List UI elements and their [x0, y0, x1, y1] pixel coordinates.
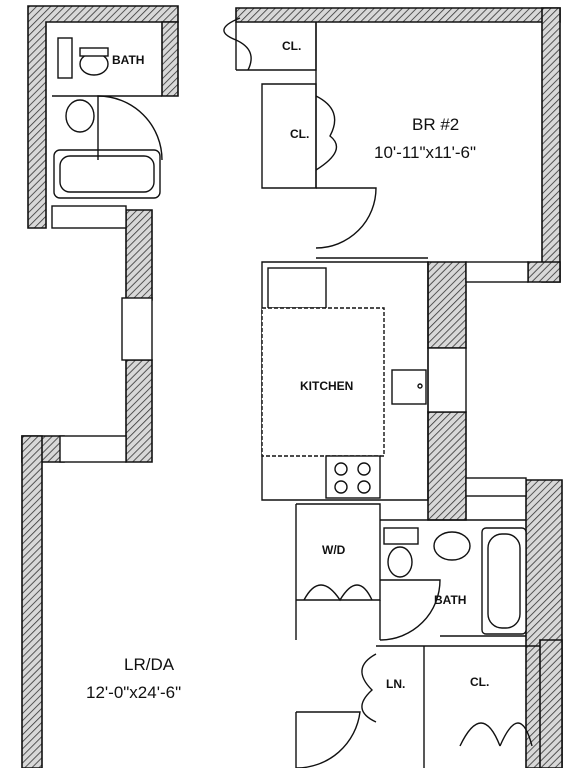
label-closet-bottom: CL. [470, 675, 489, 689]
wall-lr-left [21, 435, 43, 768]
door-closet-bottom [459, 722, 533, 747]
window-bath2 [465, 477, 527, 497]
label-bath-top: BATH [112, 53, 144, 67]
door-bath2 [379, 579, 441, 641]
door-closet-mid [315, 95, 338, 171]
label-closet-mid: CL. [290, 127, 309, 141]
sink-bottom-icon [433, 531, 471, 561]
door-linen [361, 653, 377, 723]
counter-icon [261, 307, 385, 457]
vanity-bottom [383, 527, 419, 545]
wall-closet-bottom-right [539, 639, 563, 768]
label-lrda-size: 12'-0"x24'-6" [86, 683, 181, 702]
partition-wd [296, 503, 381, 601]
labels: BATH CL. CL. BR #2 10'-11"x11'-6" KITCHE… [86, 39, 489, 702]
walls [21, 5, 563, 768]
window-bath [51, 205, 127, 229]
fridge-icon [267, 267, 327, 309]
window-kitchen [427, 347, 467, 413]
label-br2-size: 10'-11"x11'-6" [374, 143, 476, 162]
partitions [52, 22, 540, 768]
toilet-bottom-icon [387, 546, 413, 578]
wall-br-bottom [527, 261, 561, 283]
windows [51, 205, 529, 497]
wall-left-upper [125, 209, 153, 301]
label-kitchen: KITCHEN [300, 379, 353, 393]
wall-left-mid [125, 359, 153, 463]
fixtures [53, 37, 527, 635]
wall-bath-right [161, 21, 179, 97]
window-lr [59, 435, 127, 463]
door-entry [296, 711, 361, 768]
label-br2-name: BR #2 [412, 115, 459, 134]
partition-bath2 [379, 519, 526, 640]
door-wd [303, 584, 373, 602]
window-br [465, 261, 529, 283]
window-left [121, 297, 153, 361]
door-closet-top [223, 17, 252, 71]
door-bath-top [97, 95, 163, 161]
label-linen: LN. [386, 677, 405, 691]
partition-cl-top [235, 22, 317, 71]
wall-bath-top [27, 5, 179, 229]
label-closet-top: CL. [282, 39, 301, 53]
wall-kitchen-right [427, 261, 467, 349]
label-wd: W/D [322, 543, 346, 557]
wall-br-top [235, 7, 561, 23]
doors [97, 17, 533, 768]
label-bath-bottom: BATH [434, 593, 466, 607]
partition-linen [376, 645, 540, 768]
wall-br-right [541, 7, 561, 283]
toilet-tank-top [79, 47, 109, 57]
label-lrda-name: LR/DA [124, 655, 175, 674]
wall-kitchen-right-low [427, 411, 467, 521]
vanity-top [57, 37, 73, 79]
sink-top-icon [65, 99, 95, 133]
stove-icon [325, 455, 381, 499]
door-br [315, 187, 377, 249]
